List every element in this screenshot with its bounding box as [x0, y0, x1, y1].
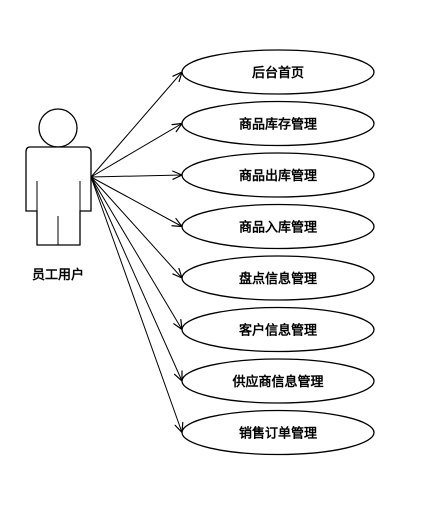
use-case-ellipse [181, 306, 375, 353]
actor-body [25, 146, 92, 246]
association-line [90, 176, 183, 382]
use-case-label: 商品入库管理 [239, 220, 317, 236]
use-case-ellipse [181, 100, 375, 147]
use-case-label: 盘点信息管理 [239, 271, 317, 287]
use-case-ellipse [181, 358, 375, 404]
use-case-ellipse [181, 203, 375, 250]
use-case-5: 盘点信息管理 [181, 255, 375, 301]
use-case-label: 后台首页 [252, 65, 304, 81]
actor-employee-user: 员工用户 [25, 108, 92, 283]
use-case-4: 商品入库管理 [181, 203, 375, 250]
association-line [90, 174, 183, 178]
association-line [90, 176, 183, 227]
use-case-1: 后台首页 [181, 49, 375, 95]
use-case-8: 销售订单管理 [181, 409, 375, 456]
use-case-ellipse [181, 409, 375, 456]
use-case-7: 供应商信息管理 [181, 358, 375, 404]
use-case-ellipse [181, 152, 375, 198]
arrowhead-icon [173, 318, 183, 331]
use-case-ellipse [181, 49, 375, 95]
association-line [90, 176, 183, 330]
use-case-list: 后台首页商品库存管理商品出库管理商品入库管理盘点信息管理客户信息管理供应商信息管… [181, 49, 375, 456]
arrowhead-icon [171, 122, 183, 133]
use-case-label: 客户信息管理 [239, 323, 317, 339]
use-case-label: 商品库存管理 [239, 117, 317, 133]
association-line [90, 71, 183, 178]
actor-head [38, 108, 78, 148]
use-case-2: 商品库存管理 [181, 100, 375, 147]
use-case-label: 销售订单管理 [239, 426, 317, 442]
use-case-6: 客户信息管理 [181, 306, 375, 353]
arrowhead-icon [171, 217, 183, 228]
use-case-ellipse [181, 255, 375, 301]
use-case-label: 供应商信息管理 [231, 374, 323, 390]
association-line [90, 176, 183, 433]
association-line [90, 176, 183, 279]
actor-label: 员工用户 [32, 267, 84, 283]
use-case-3: 商品出库管理 [181, 152, 375, 198]
association-line [90, 123, 183, 178]
use-case-label: 商品出库管理 [239, 168, 317, 184]
association-lines [90, 71, 184, 434]
actor-figure-icon [25, 108, 92, 246]
